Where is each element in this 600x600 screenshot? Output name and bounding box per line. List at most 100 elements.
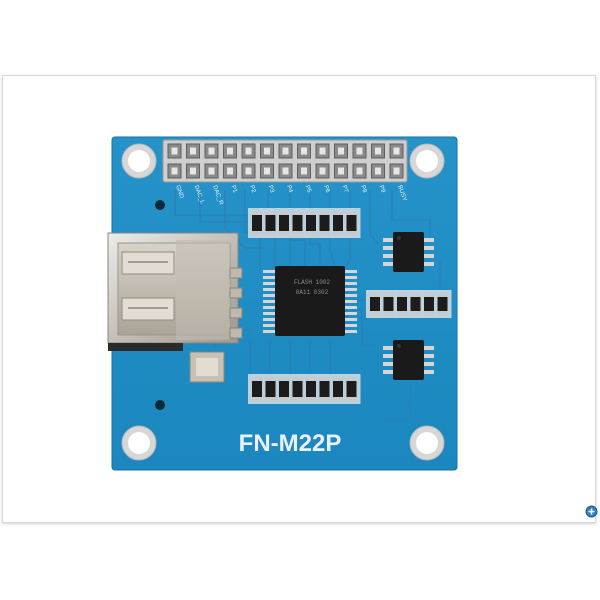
chip-pin bbox=[263, 294, 276, 297]
chip-pin bbox=[344, 330, 357, 333]
main-chip: FLASH 1002 8A11 0302 bbox=[263, 266, 357, 336]
pin-label: P9 bbox=[378, 185, 386, 195]
via bbox=[155, 400, 165, 410]
chip-pin bbox=[383, 262, 394, 266]
header-pin bbox=[223, 163, 237, 179]
resistor bbox=[265, 378, 276, 400]
header-pin bbox=[204, 163, 219, 179]
chip-pin bbox=[263, 318, 276, 321]
header-pin bbox=[352, 163, 367, 179]
chip-pin bbox=[423, 354, 434, 358]
resistor bbox=[410, 294, 421, 314]
mounting-hole-top-left bbox=[121, 143, 157, 179]
header-pin bbox=[278, 163, 293, 179]
chip-pin bbox=[263, 324, 276, 327]
chip-pin bbox=[263, 306, 276, 309]
chip-pin bbox=[344, 312, 357, 315]
resistor bbox=[252, 212, 262, 234]
resistor bbox=[346, 378, 357, 400]
chip-pin bbox=[423, 346, 434, 350]
header-pin bbox=[297, 163, 311, 179]
pin-label: P4 bbox=[285, 185, 293, 195]
header-pin bbox=[260, 143, 274, 159]
zoom-in-icon[interactable] bbox=[585, 505, 598, 518]
chip-pin bbox=[383, 238, 394, 242]
resistor bbox=[265, 212, 276, 234]
resistor bbox=[333, 212, 343, 234]
header-pin bbox=[352, 143, 367, 159]
resistor bbox=[292, 212, 303, 234]
resistor bbox=[424, 294, 434, 314]
chip-pin bbox=[263, 282, 276, 285]
chip-pin bbox=[263, 276, 276, 279]
header-pin bbox=[241, 143, 256, 159]
chip-pin bbox=[423, 370, 434, 374]
resistor bbox=[346, 212, 357, 234]
chip-pin bbox=[344, 324, 357, 327]
chip-pin bbox=[383, 346, 394, 350]
resistor bbox=[383, 294, 394, 314]
resistor bbox=[333, 378, 343, 400]
pin-header bbox=[162, 139, 408, 183]
resistor-array-middle bbox=[366, 290, 452, 318]
resistor bbox=[279, 378, 289, 400]
soic-chip-top bbox=[383, 232, 434, 272]
header-pin bbox=[389, 163, 404, 179]
chip-pin bbox=[344, 288, 357, 291]
pin-label: GND bbox=[174, 185, 184, 200]
usb-connector bbox=[107, 232, 243, 351]
chip-pin bbox=[263, 288, 276, 291]
resistor bbox=[279, 212, 289, 234]
chip-pin bbox=[383, 246, 394, 250]
pin-label: P5 bbox=[304, 185, 312, 195]
resistor bbox=[437, 294, 448, 314]
chip-pin bbox=[344, 270, 357, 273]
soic-chip-bottom bbox=[383, 340, 434, 380]
header-pin bbox=[223, 143, 237, 159]
mounting-hole-bottom-right bbox=[409, 425, 445, 461]
resistor-array-top bbox=[248, 208, 361, 238]
pin-label: P6 bbox=[322, 185, 330, 195]
pin-label: BUSY bbox=[396, 185, 407, 202]
header-pin bbox=[389, 143, 404, 159]
resistor bbox=[292, 378, 303, 400]
header-pin bbox=[297, 143, 311, 159]
chip-marking-line2: 8A11 0302 bbox=[296, 289, 329, 296]
chip-pin bbox=[263, 300, 276, 303]
chip-marking-line1: FLASH 1002 bbox=[294, 279, 330, 286]
header-pin bbox=[315, 163, 330, 179]
header-pin bbox=[241, 163, 256, 179]
header-pin bbox=[371, 163, 385, 179]
header-pin bbox=[371, 143, 385, 159]
chip-pin bbox=[423, 238, 434, 242]
chip-pin bbox=[383, 370, 394, 374]
chip-pin bbox=[383, 362, 394, 366]
crystal-component bbox=[189, 351, 225, 383]
resistor bbox=[306, 212, 316, 234]
resistor bbox=[397, 294, 407, 314]
chip-pin bbox=[263, 270, 276, 273]
header-pin bbox=[186, 143, 200, 159]
chip-pin bbox=[383, 254, 394, 258]
chip-pin bbox=[344, 306, 357, 309]
resistor bbox=[306, 378, 316, 400]
chip-pin bbox=[344, 300, 357, 303]
chip-pin bbox=[344, 282, 357, 285]
via bbox=[155, 200, 165, 210]
resistor bbox=[370, 294, 380, 314]
pin-label: P2 bbox=[248, 185, 256, 195]
chip-pin bbox=[263, 312, 276, 315]
pin-label: P8 bbox=[359, 185, 367, 195]
model-label: FN-M22P bbox=[239, 430, 342, 457]
chip-pin bbox=[423, 246, 434, 250]
chip-pin bbox=[344, 276, 357, 279]
resistor bbox=[319, 212, 330, 234]
header-pin bbox=[278, 143, 293, 159]
chip-pin bbox=[344, 318, 357, 321]
header-pin bbox=[186, 163, 200, 179]
pin-label: P1 bbox=[230, 185, 238, 195]
header-pin bbox=[167, 163, 182, 179]
mounting-hole-top-right bbox=[409, 143, 445, 179]
resistor-array-bottom bbox=[248, 374, 361, 404]
